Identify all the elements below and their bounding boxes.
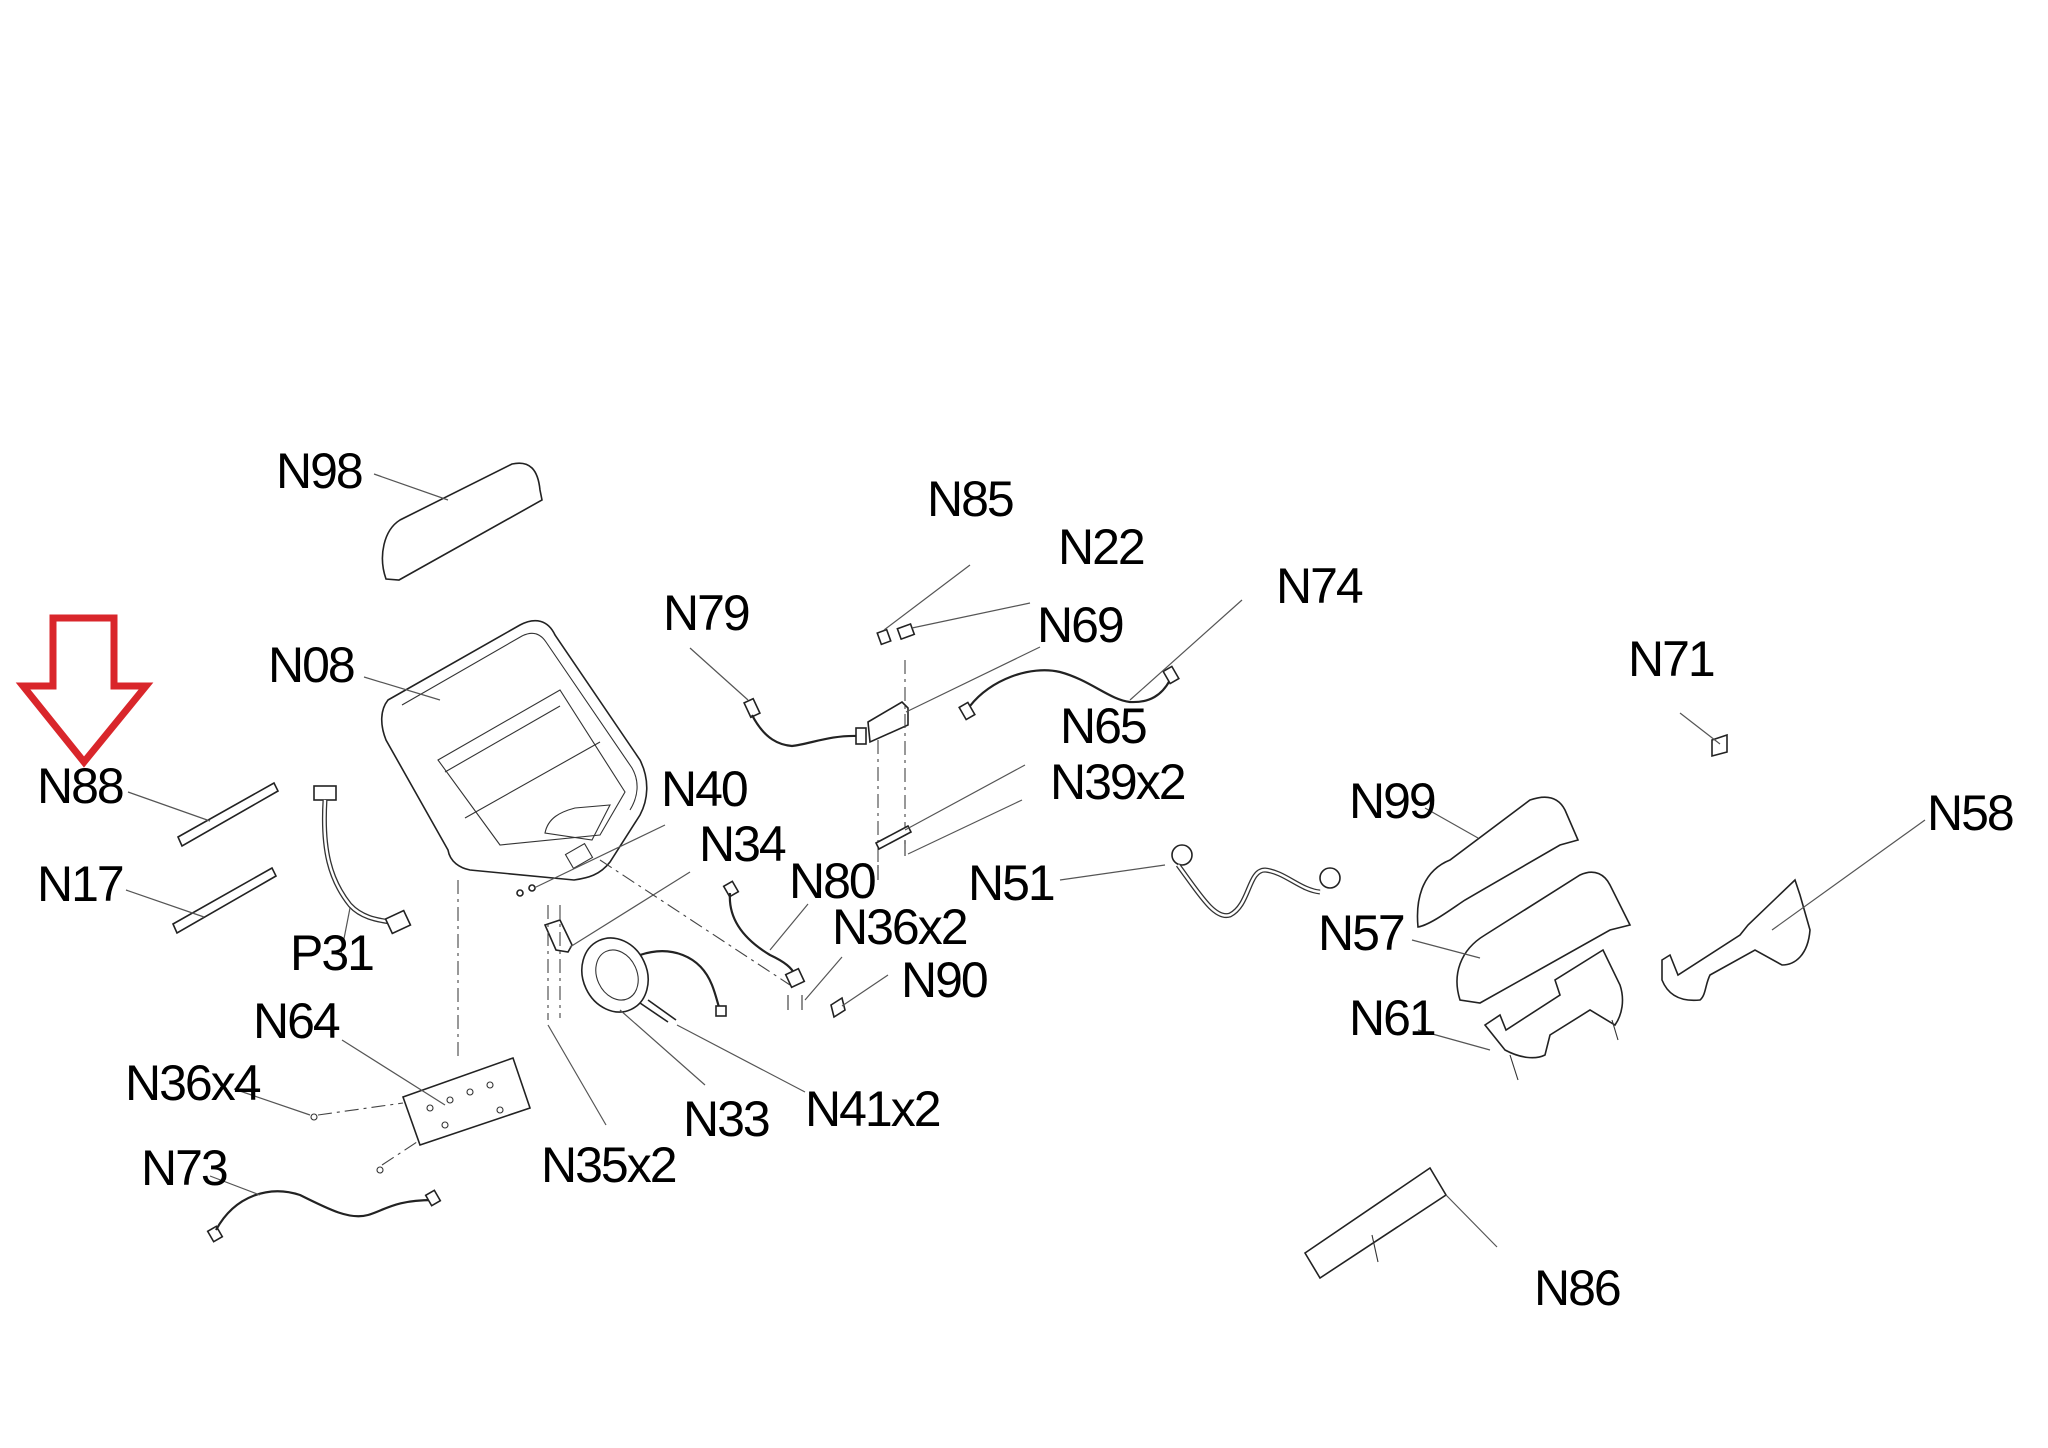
part-n64[interactable] [341, 1039, 532, 1147]
label-n80: N80 [789, 853, 875, 909]
label-n40: N40 [661, 761, 747, 817]
part-n90[interactable] [830, 974, 889, 1019]
part-n08[interactable] [363, 619, 648, 881]
label-p31: P31 [290, 925, 373, 981]
label-n64: N64 [253, 993, 340, 1049]
part-p31[interactable] [313, 785, 412, 955]
assembly-line [599, 859, 791, 986]
label-n79: N79 [663, 585, 749, 641]
part-n71[interactable] [1679, 712, 1728, 758]
label-n71: N71 [1628, 631, 1714, 687]
label-n69: N69 [1037, 597, 1123, 653]
part-n80-cable[interactable] [722, 880, 809, 989]
label-n34: N34 [699, 816, 786, 872]
part-n99[interactable] [1416, 796, 1580, 928]
label-n99: N99 [1349, 773, 1435, 829]
label-n17: N17 [37, 856, 123, 912]
label-n33: N33 [683, 1091, 769, 1147]
part-n98[interactable] [373, 462, 543, 581]
part-n79[interactable] [689, 647, 867, 748]
part-n58[interactable] [1661, 819, 1926, 1002]
part-n17[interactable] [125, 866, 278, 935]
part-n74[interactable] [958, 599, 1243, 721]
part-n85[interactable] [876, 564, 971, 646]
part-n73[interactable] [206, 1175, 442, 1243]
label-n86: N86 [1534, 1260, 1620, 1316]
label-n08: N08 [268, 637, 354, 693]
label-n85: N85 [927, 471, 1013, 527]
label-n88[interactable]: N88 [37, 758, 125, 814]
label-n36x2: N36x2 [832, 899, 967, 955]
label-n39x2: N39x2 [1050, 754, 1185, 810]
part-n65[interactable] [874, 764, 1026, 851]
part-n51[interactable] [1059, 844, 1341, 919]
label-n61: N61 [1349, 990, 1435, 1046]
part-n61[interactable] [1417, 948, 1624, 1081]
label-n65: N65 [1060, 698, 1146, 754]
part-n39x2[interactable] [904, 799, 1023, 856]
part-n57[interactable] [1411, 871, 1632, 1004]
part-n86[interactable] [1303, 1166, 1498, 1280]
part-n41x2[interactable] [639, 999, 806, 1093]
label-n41x2: N41x2 [805, 1081, 940, 1137]
label-n57: N57 [1318, 905, 1404, 961]
part-n22[interactable] [896, 602, 1031, 641]
part-n36x2[interactable] [787, 956, 843, 1010]
part-n88[interactable] [127, 781, 280, 848]
down-arrow-icon [15, 614, 154, 768]
part-n40[interactable] [516, 824, 666, 897]
part-n34[interactable] [543, 871, 691, 953]
label-n51: N51 [968, 855, 1054, 911]
label-n35x2: N35x2 [541, 1137, 676, 1193]
label-n74: N74 [1276, 558, 1363, 614]
label-n90: N90 [901, 952, 987, 1008]
part-n35x2[interactable] [547, 905, 607, 1126]
label-n58: N58 [1927, 785, 2013, 841]
label-n22: N22 [1058, 519, 1144, 575]
part-n69[interactable] [867, 646, 1041, 744]
label-n36x4: N36x4 [125, 1055, 261, 1111]
part-n33[interactable] [570, 927, 727, 1086]
label-n73: N73 [141, 1140, 227, 1196]
label-n98: N98 [276, 443, 362, 499]
part-n36x4[interactable] [233, 1088, 421, 1174]
